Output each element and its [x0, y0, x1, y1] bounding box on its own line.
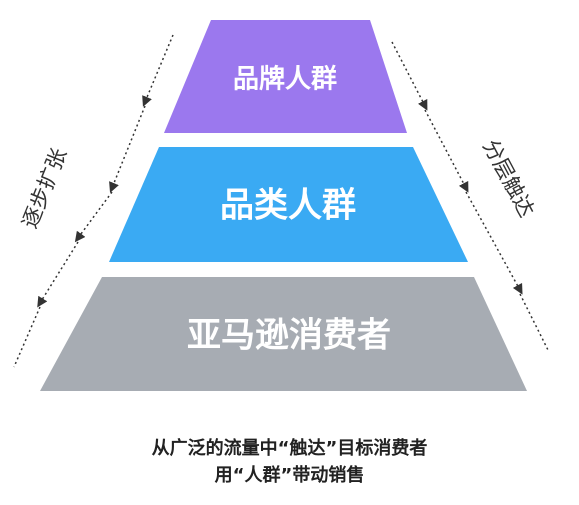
tier-category-label: 品类人群: [220, 186, 356, 226]
tier-amazon-label: 亚马逊消费者: [187, 316, 391, 356]
right-reach-arrows: [391, 41, 550, 353]
right-arrow-2: [424, 109, 469, 193]
left-arrow-3: [74, 191, 113, 243]
tier-amazon-shape: [40, 277, 527, 391]
left-arrow-5: [13, 306, 41, 368]
caption-line-1: 从广泛的流量中“触达”目标消费者: [151, 438, 428, 459]
right-arrow-4: [519, 293, 550, 353]
caption-line-2: 用“人群”带动销售: [214, 465, 365, 486]
left-expand-arrows: [13, 34, 174, 368]
left-arrow-1: [142, 34, 174, 107]
tier-brand-label: 品牌人群: [233, 64, 337, 95]
left-arrow-4: [37, 241, 79, 308]
tier-category-shape: [109, 147, 468, 262]
left-arrow-2: [109, 105, 146, 193]
right-arrow-1: [391, 41, 428, 111]
tier-brand-shape: [164, 20, 407, 133]
right-arrow-3: [465, 191, 523, 295]
